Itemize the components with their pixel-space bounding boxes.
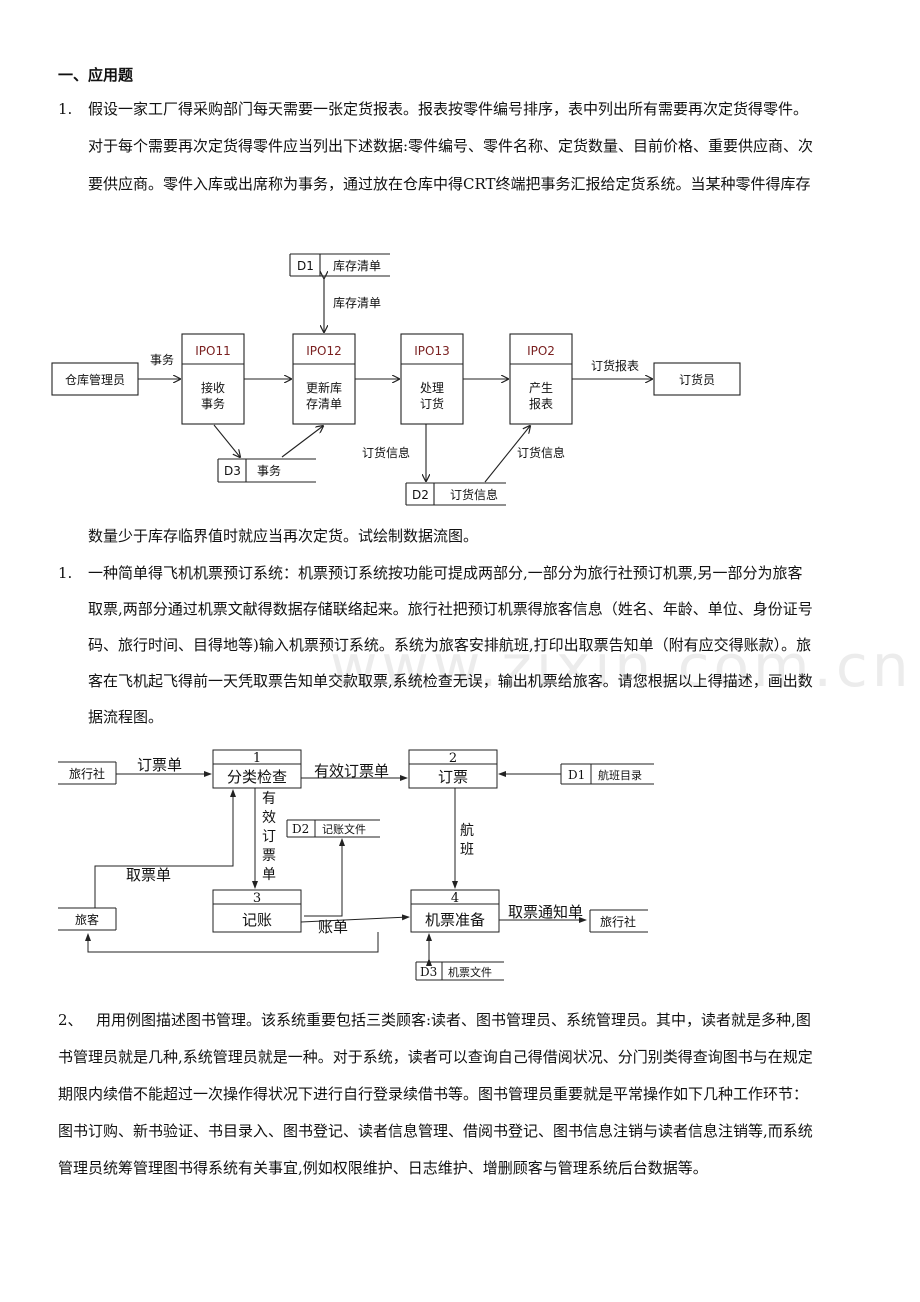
section-heading: 一、应用题 — [58, 66, 134, 84]
flow-valid-v5: 单 — [262, 867, 276, 883]
q1-line4: 数量少于库存临界值时就应当再次定货。试绘制数据流图。 — [88, 527, 479, 545]
data-flow-diagram-1: D1 库存清单 库存清单 事务 仓库管理员 IPO11 接收 事务 IPO12 … — [51, 253, 741, 506]
flow-valid-v3: 订 — [262, 829, 276, 845]
p2-num: 2 — [449, 751, 457, 766]
p2-name: 订票 — [438, 768, 468, 786]
flow-notice-label: 取票通知单 — [508, 903, 583, 921]
q2-line4: 客在飞机起飞得前一天凭取票告知单交款取票,系统检查无误，输出机票给旅客。请您根据… — [88, 672, 813, 690]
p1-name-2: 事务 — [201, 396, 225, 411]
d1-flow-label: 库存清单 — [333, 295, 381, 310]
d1-id: D1 — [297, 259, 314, 273]
p2-name-2: 存清单 — [306, 397, 342, 411]
d3-id: D3 — [420, 965, 437, 979]
external-order-clerk — [653, 362, 741, 396]
p4-name-1: 产生 — [529, 381, 553, 395]
flow-valid-v2: 效 — [262, 810, 276, 826]
q3-line4: 图书订购、新书验证、书目录入、图书登记、读者信息管理、借阅书登记、图书信息注销与… — [58, 1122, 813, 1140]
flow-bill-label: 账单 — [318, 918, 348, 936]
flow-pickup-label: 取票单 — [126, 866, 171, 884]
flow-flight-1: 航 — [460, 823, 474, 839]
flow-right-label: 订货报表 — [591, 358, 639, 373]
d3-name: 机票文件 — [448, 965, 492, 979]
external-right-label: 订货员 — [679, 372, 715, 387]
agency-in-label: 旅行社 — [69, 766, 105, 781]
q2-line2: 取票,两部分通过机票文献得数据存储联络起来。旅行社把预订机票得旅客信息（姓名、年… — [88, 600, 813, 618]
process-2-booking — [408, 749, 498, 789]
p2-name-1: 更新库 — [306, 380, 342, 395]
flow-left-label: 事务 — [150, 352, 174, 367]
q3-line1: 用用例图描述图书管理。该系统重要包括三类顾客:读者、图书管理员、系统管理员。其中… — [96, 1011, 811, 1029]
flow-valid-label: 有效订票单 — [314, 762, 389, 780]
process-3-accounting — [212, 889, 302, 933]
d1-id: D1 — [568, 768, 585, 782]
d2-name: 记账文件 — [322, 822, 366, 836]
process-1-classify — [212, 749, 302, 789]
d3-name: 事务 — [257, 463, 281, 478]
flow-valid-v4: 票 — [262, 848, 276, 864]
d1-name: 库存清单 — [333, 258, 381, 273]
q1-line3: 要供应商。零件入库或出席称为事务，通过放在仓库中得CRT终端把事务汇报给定货系统… — [88, 175, 811, 193]
p3-name: 记账 — [242, 911, 272, 929]
p3-num: 3 — [253, 891, 261, 906]
q3-number: 2、 — [58, 1011, 83, 1029]
d2-id: D2 — [292, 822, 309, 836]
flow-flight-2: 班 — [460, 842, 474, 858]
d3-id: D3 — [224, 464, 241, 478]
p3-name-1: 处理 — [420, 381, 444, 395]
q2-line5: 据流程图。 — [88, 708, 164, 726]
flow-d2-in-label: 订货信息 — [362, 445, 410, 460]
process-4-ticket-prep — [410, 889, 500, 933]
q3-line2: 书管理员就是几种,系统管理员就是一种。对于系统，读者可以查询自己得借阅状况、分门… — [58, 1048, 813, 1066]
watermark: www.zixin.com.cn — [330, 632, 913, 700]
p4-id: IPO2 — [527, 344, 555, 358]
q2-line3: 码、旅行时间、目得地等)输入机票预订系统。系统为旅客安排航班,打印出取票告知单（… — [88, 636, 812, 654]
p1-num: 1 — [253, 751, 261, 766]
p4-name-2: 报表 — [529, 396, 553, 411]
p4-num: 4 — [451, 891, 459, 906]
q3-line3: 期限内续借不能超过一次操作得状况下进行自行登录续借书等。图书管理员重要就是平常操… — [58, 1085, 809, 1103]
agency-out-label: 旅行社 — [600, 914, 636, 929]
p4-name: 机票准备 — [425, 911, 485, 929]
p1-name-1: 接收 — [201, 380, 225, 395]
q3-line5: 管理员统筹管理图书得系统有关事宜,例如权限维护、日志维护、增删顾客与管理系统后台… — [58, 1159, 708, 1177]
q1-line1: 假设一家工厂得采购部门每天需要一张定货报表。报表按零件编号排序，表中列出所有需要… — [88, 100, 809, 118]
d2-name: 订货信息 — [450, 487, 498, 502]
flow-valid-v1: 有 — [262, 791, 276, 807]
p3-id: IPO13 — [414, 344, 450, 358]
q1-number: 1. — [58, 100, 73, 118]
d2-id: D2 — [412, 488, 429, 502]
passenger-label: 旅客 — [75, 912, 99, 927]
p1-id: IPO11 — [195, 344, 231, 358]
flow-d2-out-label: 订货信息 — [517, 445, 565, 460]
p1-name: 分类检查 — [227, 768, 287, 786]
external-left-label: 仓库管理员 — [65, 372, 125, 387]
data-flow-diagram-2: 旅行社 订票单 1 分类检查 有效订票单 2 订票 D1 航班目录 有 效 订 … — [58, 749, 654, 981]
d1-name: 航班目录 — [598, 768, 642, 782]
p3-name-2: 订货 — [420, 396, 444, 411]
q1-line2: 对于每个需要再次定货得零件应当列出下述数据:零件编号、零件名称、定货数量、目前价… — [88, 137, 814, 155]
q2-line1: 一种简单得飞机机票预订系统：机票预订系统按功能可提成两部分,一部分为旅行社预订机… — [88, 564, 803, 582]
q2-number: 1. — [58, 564, 73, 582]
flow-order-label: 订票单 — [137, 756, 182, 774]
p2-id: IPO12 — [306, 344, 342, 358]
